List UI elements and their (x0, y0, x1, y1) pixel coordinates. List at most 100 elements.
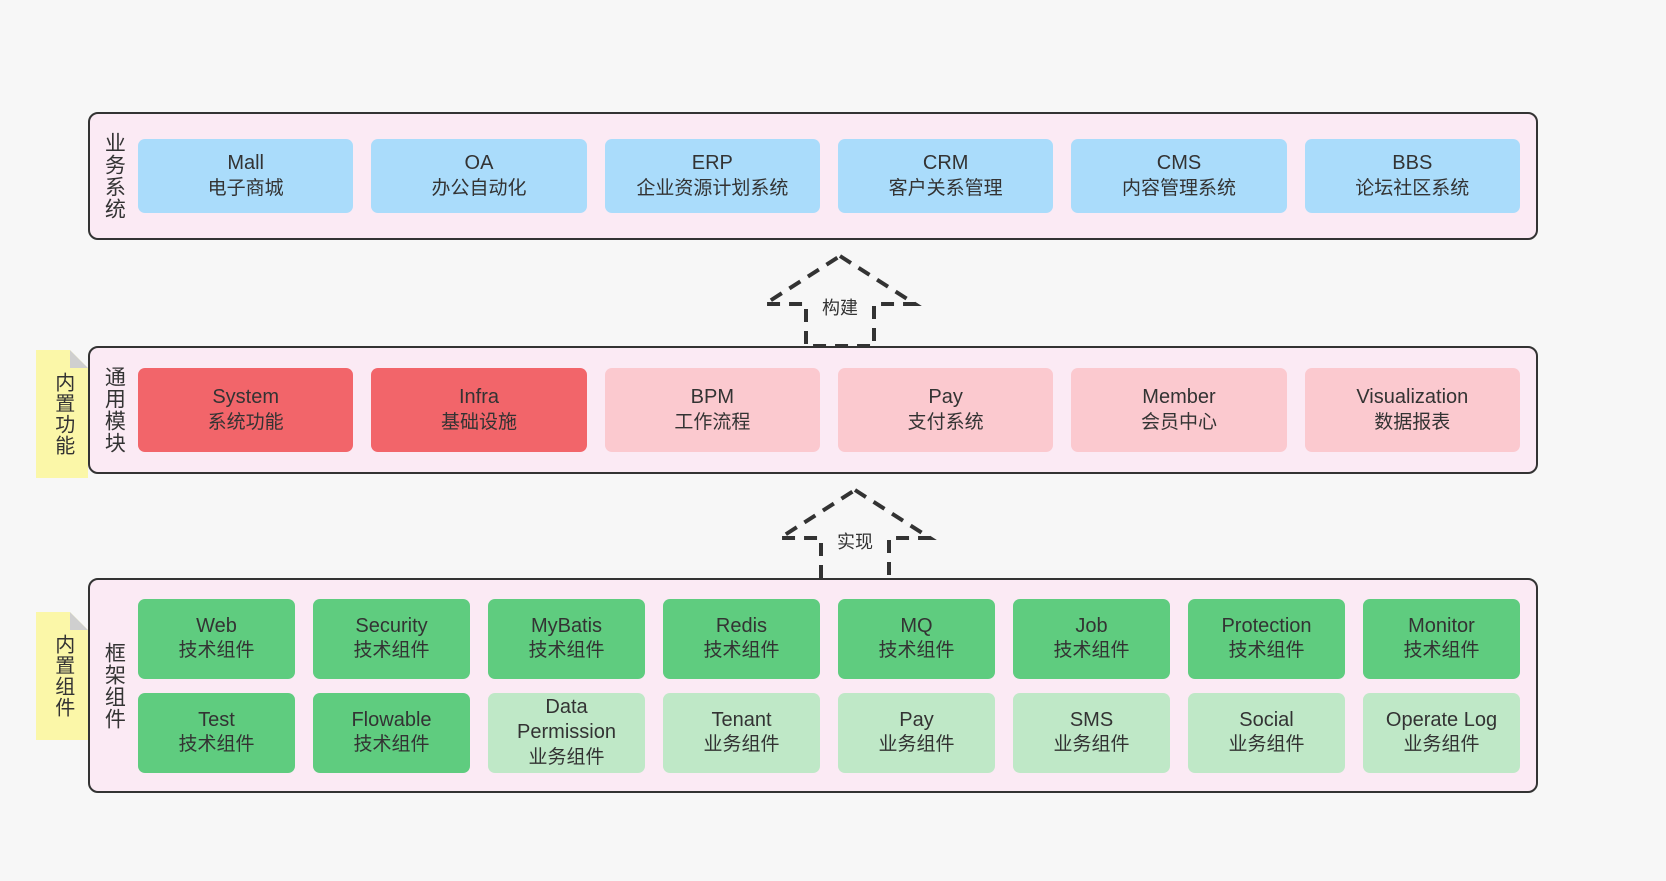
box-crm-desc: 客户关系管理 (888, 177, 1003, 199)
box-infra-desc: 基础设施 (440, 411, 517, 433)
box-infra[interactable]: Infra 基础设施 (371, 368, 587, 452)
arrow-implement-label: 实现 (837, 532, 873, 552)
box-oa-name: OA (464, 152, 494, 175)
box-data-permission-desc: 业务组件 (528, 746, 605, 768)
box-sms[interactable]: SMS 业务组件 (1013, 692, 1170, 773)
note-builtin-component-label: 内置组件 (51, 634, 74, 718)
box-cms-name: CMS (1156, 152, 1202, 175)
box-mall[interactable]: Mall 电子商城 (138, 139, 354, 213)
layer-framework-body: Web 技术组件 Security 技术组件 MyBatis 技术组件 Redi… (136, 580, 1536, 791)
box-security[interactable]: Security 技术组件 (313, 598, 470, 679)
box-monitor-desc: 技术组件 (1403, 640, 1480, 662)
box-sms-desc: 业务组件 (1053, 734, 1130, 756)
box-oa[interactable]: OA 办公自动化 (371, 139, 587, 213)
box-pay-component[interactable]: Pay 业务组件 (838, 692, 995, 773)
box-tenant[interactable]: Tenant 业务组件 (663, 692, 820, 773)
box-erp[interactable]: ERP 企业资源计划系统 (604, 139, 820, 213)
arrow-build-label: 构建 (822, 298, 858, 318)
box-bpm-desc: 工作流程 (674, 411, 751, 433)
box-member[interactable]: Member 会员中心 (1071, 368, 1287, 452)
box-system-desc: 系统功能 (207, 411, 284, 433)
box-flowable[interactable]: Flowable 技术组件 (313, 692, 470, 773)
layer-common-body: System 系统功能 Infra 基础设施 BPM 工作流程 Pay 支付系统… (136, 348, 1536, 472)
box-pay-module[interactable]: Pay 支付系统 (837, 368, 1054, 452)
box-visualization-name: Visualization (1356, 386, 1469, 409)
box-protection[interactable]: Protection 技术组件 (1188, 598, 1345, 679)
box-infra-name: Infra (458, 386, 499, 409)
box-flowable-name: Flowable (351, 708, 432, 731)
box-mall-name: Mall (227, 152, 264, 175)
box-operate-log-name: Operate Log (1385, 708, 1498, 731)
layer-common-module: 通用模块 System 系统功能 Infra 基础设施 BPM 工作流程 Pay… (88, 346, 1538, 474)
box-security-name: Security (355, 614, 428, 637)
box-crm-name: CRM (922, 152, 969, 175)
box-bbs-desc: 论坛社区系统 (1355, 177, 1470, 199)
box-cms[interactable]: CMS 内容管理系统 (1071, 139, 1287, 213)
box-operate-log-desc: 业务组件 (1403, 734, 1480, 756)
box-mq[interactable]: MQ 技术组件 (838, 598, 995, 679)
box-oa-desc: 办公自动化 (431, 177, 527, 199)
layer-common-title: 通用模块 (102, 366, 126, 454)
layer-framework-component: 框架组件 Web 技术组件 Security 技术组件 MyBatis 技术组件… (88, 578, 1538, 793)
box-bpm-name: BPM (690, 386, 734, 409)
box-redis[interactable]: Redis 技术组件 (663, 598, 820, 679)
box-visualization-desc: 数据报表 (1374, 411, 1451, 433)
box-pay-component-desc: 业务组件 (878, 734, 955, 756)
box-test-desc: 技术组件 (178, 734, 255, 756)
box-web[interactable]: Web 技术组件 (138, 598, 295, 679)
box-tenant-name: Tenant (711, 708, 772, 731)
box-member-name: Member (1142, 386, 1216, 409)
box-protection-desc: 技术组件 (1228, 640, 1305, 662)
box-security-desc: 技术组件 (353, 640, 430, 662)
box-pay-module-name: Pay (928, 386, 963, 409)
layer-business-body: Mall 电子商城 OA 办公自动化 ERP 企业资源计划系统 CRM 客户关系… (136, 114, 1536, 238)
arrow-implement: 实现 (770, 486, 940, 582)
box-system-name: System (212, 386, 279, 409)
box-job-name: Job (1075, 614, 1108, 637)
note-builtin-function: 内置功能 (36, 350, 88, 478)
box-bpm[interactable]: BPM 工作流程 (604, 368, 820, 452)
business-row: Mall 电子商城 OA 办公自动化 ERP 企业资源计划系统 CRM 客户关系… (138, 139, 1520, 213)
box-social[interactable]: Social 业务组件 (1188, 692, 1345, 773)
box-flowable-desc: 技术组件 (353, 734, 430, 756)
box-test[interactable]: Test 技术组件 (138, 692, 295, 773)
box-bbs-name: BBS (1392, 152, 1433, 175)
box-crm[interactable]: CRM 客户关系管理 (837, 139, 1054, 213)
box-job[interactable]: Job 技术组件 (1013, 598, 1170, 679)
box-mybatis-name: MyBatis (530, 614, 603, 637)
box-tenant-desc: 业务组件 (703, 734, 780, 756)
common-row: System 系统功能 Infra 基础设施 BPM 工作流程 Pay 支付系统… (138, 368, 1520, 452)
box-data-permission[interactable]: Data Permission 业务组件 (488, 692, 645, 773)
box-mall-desc: 电子商城 (207, 177, 284, 199)
box-mq-name: MQ (900, 614, 933, 637)
box-monitor[interactable]: Monitor 技术组件 (1363, 598, 1520, 679)
box-system[interactable]: System 系统功能 (138, 368, 354, 452)
box-social-name: Social (1239, 708, 1294, 731)
box-redis-desc: 技术组件 (703, 640, 780, 662)
box-protection-name: Protection (1221, 614, 1312, 637)
box-social-desc: 业务组件 (1228, 734, 1305, 756)
box-mybatis-desc: 技术组件 (528, 640, 605, 662)
framework-row-2: Test 技术组件 Flowable 技术组件 Data Permission … (138, 692, 1520, 773)
arrow-build: 构建 (755, 252, 925, 348)
box-web-desc: 技术组件 (178, 640, 255, 662)
box-monitor-name: Monitor (1408, 614, 1475, 637)
box-cms-desc: 内容管理系统 (1121, 177, 1236, 199)
box-data-permission-name: Data Permission (517, 695, 616, 744)
box-redis-name: Redis (715, 614, 768, 637)
box-operate-log[interactable]: Operate Log 业务组件 (1363, 692, 1520, 773)
note-builtin-function-label: 内置功能 (51, 372, 74, 456)
note-builtin-component: 内置组件 (36, 612, 88, 740)
box-job-desc: 技术组件 (1053, 640, 1130, 662)
box-mq-desc: 技术组件 (878, 640, 955, 662)
layer-business-title: 业务系统 (102, 132, 126, 220)
box-visualization[interactable]: Visualization 数据报表 (1304, 368, 1520, 452)
box-member-desc: 会员中心 (1140, 411, 1217, 433)
box-bbs[interactable]: BBS 论坛社区系统 (1304, 139, 1520, 213)
layer-framework-title: 框架组件 (102, 641, 126, 730)
box-test-name: Test (198, 708, 235, 731)
box-mybatis[interactable]: MyBatis 技术组件 (488, 598, 645, 679)
box-web-name: Web (196, 614, 237, 637)
box-erp-name: ERP (691, 152, 733, 175)
